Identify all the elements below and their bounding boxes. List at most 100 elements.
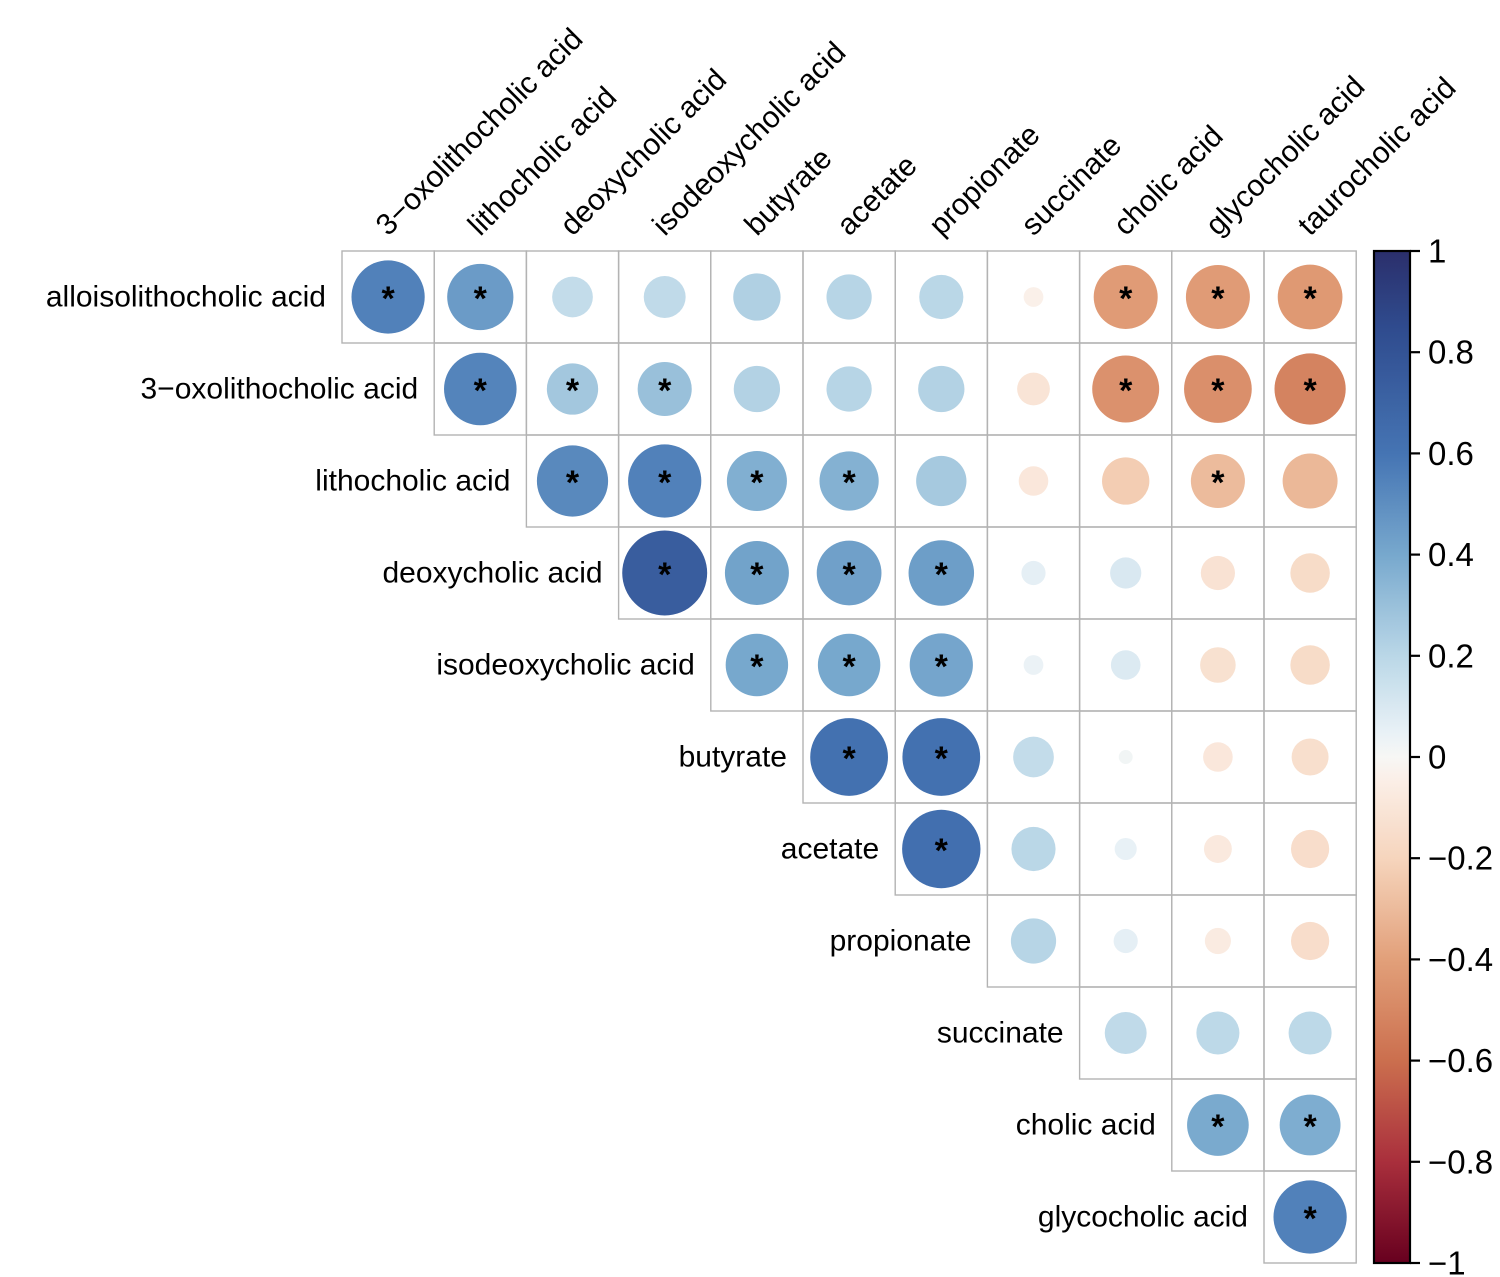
correlation-bubble — [1104, 1012, 1147, 1054]
matrix-cell: * — [802, 710, 896, 804]
correlation-bubble — [1290, 645, 1330, 685]
row-label: isodeoxycholic acid — [436, 649, 694, 682]
colorbar-gradient — [1374, 251, 1410, 1263]
row-label: succinate — [937, 1017, 1064, 1050]
correlation-bubble — [726, 450, 787, 512]
matrix-cell: * — [1171, 342, 1265, 436]
significance-star: * — [842, 648, 856, 686]
colorbar-legend: 10.80.60.40.20−0.2−0.4−0.6−0.8−1 — [1372, 233, 1493, 1277]
correlation-bubble — [546, 363, 599, 415]
correlation-bubble — [1113, 928, 1138, 954]
matrix-cell: * — [433, 342, 528, 436]
correlation-bubble — [1110, 650, 1141, 680]
correlation-bubble — [1017, 372, 1050, 406]
matrix-cell — [1171, 894, 1265, 988]
matrix-cell — [525, 250, 620, 344]
significance-star: * — [750, 556, 764, 594]
significance-star: * — [842, 464, 856, 502]
significance-star: * — [935, 556, 949, 594]
correlation-bubble — [1290, 553, 1330, 593]
matrix-cell: * — [525, 342, 620, 436]
row-labels-group: alloisolithocholic acid3−oxolithocholic … — [46, 281, 1248, 1234]
column-label: taurocholic acid — [1292, 71, 1463, 242]
correlation-bubble — [724, 541, 789, 605]
correlation-bubble — [1023, 655, 1044, 675]
colorbar-tick-label: 0.2 — [1428, 637, 1474, 674]
matrix-cell — [1078, 802, 1173, 896]
matrix-cell — [1078, 434, 1173, 528]
significance-star: * — [935, 832, 949, 870]
matrix-cell — [986, 250, 1081, 344]
colorbar-tick-label: −0.8 — [1428, 1143, 1493, 1180]
significance-star: * — [381, 280, 395, 318]
significance-star: * — [1303, 280, 1317, 318]
matrix-cell: * — [1263, 250, 1357, 344]
correlation-bubble — [622, 530, 708, 616]
significance-star: * — [1119, 372, 1133, 410]
colorbar-tick-label: 0.8 — [1428, 334, 1474, 371]
matrix-cell — [1171, 986, 1265, 1080]
row-label: acetate — [781, 833, 879, 866]
matrix-cell: * — [433, 250, 528, 344]
correlation-bubble — [908, 540, 975, 606]
correlation-bubble — [536, 445, 609, 517]
correlation-bubble — [1114, 837, 1137, 861]
correlation-bubble — [444, 352, 517, 426]
row-label: cholic acid — [1016, 1109, 1156, 1142]
correlation-bubble — [819, 451, 879, 511]
correlation-bubble — [1279, 1094, 1341, 1156]
correlation-bubble — [1093, 265, 1158, 329]
matrix-cell — [1263, 894, 1357, 988]
correlation-bubble — [1118, 750, 1133, 764]
matrix-cell: * — [710, 618, 804, 712]
correlation-bubble — [909, 633, 973, 697]
matrix-cell — [1171, 526, 1265, 620]
colorbar-tick-label: 0.4 — [1428, 536, 1474, 573]
correlation-bubble — [1274, 353, 1346, 425]
correlation-bubble — [1011, 826, 1056, 872]
matrix-cell: * — [617, 342, 712, 436]
matrix-cell: * — [1263, 1078, 1357, 1172]
correlation-bubble — [1196, 1011, 1240, 1055]
significance-star: * — [474, 372, 488, 410]
matrix-cell — [1171, 802, 1265, 896]
colorbar-tick-label: 1 — [1428, 233, 1446, 270]
correlation-bubble — [902, 809, 981, 889]
matrix-cell — [710, 342, 804, 436]
significance-star: * — [1211, 280, 1225, 318]
colorbar-tick-label: −0.4 — [1428, 941, 1493, 978]
row-label: butyrate — [679, 741, 787, 774]
significance-star: * — [842, 740, 856, 778]
significance-star: * — [750, 464, 764, 502]
significance-star: * — [1211, 372, 1225, 410]
row-label: deoxycholic acid — [382, 557, 602, 590]
matrix-cell: * — [1263, 1170, 1357, 1264]
matrix-cells-group: ***************************** — [341, 250, 1357, 1264]
significance-star: * — [1119, 280, 1133, 318]
matrix-cell — [986, 434, 1081, 528]
correlation-bubble — [1200, 555, 1236, 591]
matrix-cell — [986, 618, 1081, 712]
colorbar-tick-label: −0.2 — [1428, 840, 1493, 877]
matrix-cell: * — [802, 434, 896, 528]
correlation-bubble — [1200, 647, 1236, 683]
row-label: glycocholic acid — [1038, 1201, 1248, 1234]
colorbar-tick-label: −1 — [1428, 1245, 1466, 1277]
correlation-bubble — [902, 718, 981, 796]
correlation-bubble — [643, 276, 686, 318]
significance-star: * — [566, 372, 580, 410]
matrix-cell: * — [617, 526, 712, 620]
matrix-cell — [894, 342, 989, 436]
correlation-bubble — [628, 444, 702, 518]
matrix-cell — [1078, 710, 1173, 804]
matrix-cell: * — [1171, 250, 1265, 344]
matrix-cell — [1078, 894, 1173, 988]
correlation-bubble — [1023, 287, 1044, 307]
column-label: deoxycholic acid — [554, 63, 733, 242]
matrix-cell: * — [1171, 1078, 1265, 1172]
correlation-bubble — [1291, 738, 1329, 776]
matrix-cell — [1171, 710, 1265, 804]
correlation-bubble — [1010, 918, 1057, 964]
